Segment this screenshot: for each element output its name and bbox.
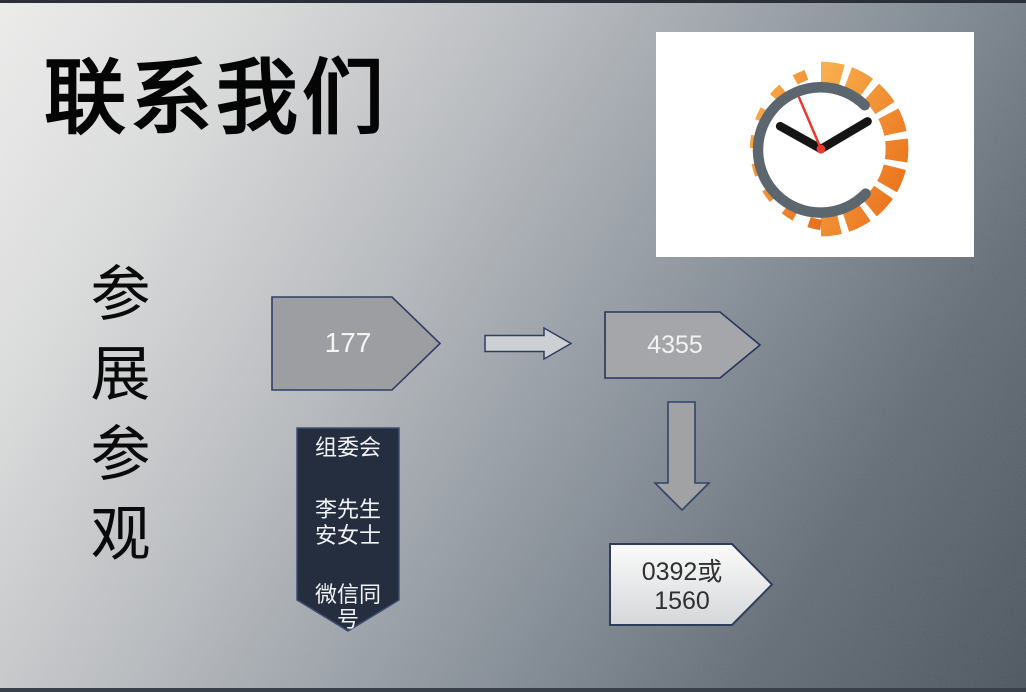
flow-step-3: 0392或 1560 — [609, 543, 774, 626]
contact-banner: 组委会 李先生 安女士 微信同 号 — [296, 427, 401, 634]
banner-line-mr-li: 李先生 — [315, 497, 381, 522]
banner-line-wechat-1: 微信同 — [315, 582, 381, 607]
banner-line-committee: 组委会 — [315, 435, 381, 460]
top-edge-strip — [0, 0, 1026, 3]
flow-step-2-label: 4355 — [647, 331, 703, 359]
bottom-edge-strip — [0, 688, 1026, 692]
flow-step-1-label: 177 — [325, 327, 372, 358]
flow-step-1: 177 — [271, 296, 442, 391]
page-title: 联系我们 — [44, 53, 389, 144]
arrow-right-icon — [484, 326, 573, 362]
vertical-label: 参展参观 — [80, 262, 150, 582]
flow-step-3-line2: 1560 — [654, 587, 710, 615]
clock-logo-icon — [750, 61, 909, 237]
flow-step-3-line1: 0392或 — [642, 558, 723, 586]
flow-step-2: 4355 — [604, 311, 762, 379]
banner-line-ms-an: 安女士 — [315, 523, 381, 548]
banner-line-wechat-2: 号 — [337, 607, 359, 632]
arrow-down-icon — [653, 401, 711, 512]
logo-box — [656, 32, 974, 257]
